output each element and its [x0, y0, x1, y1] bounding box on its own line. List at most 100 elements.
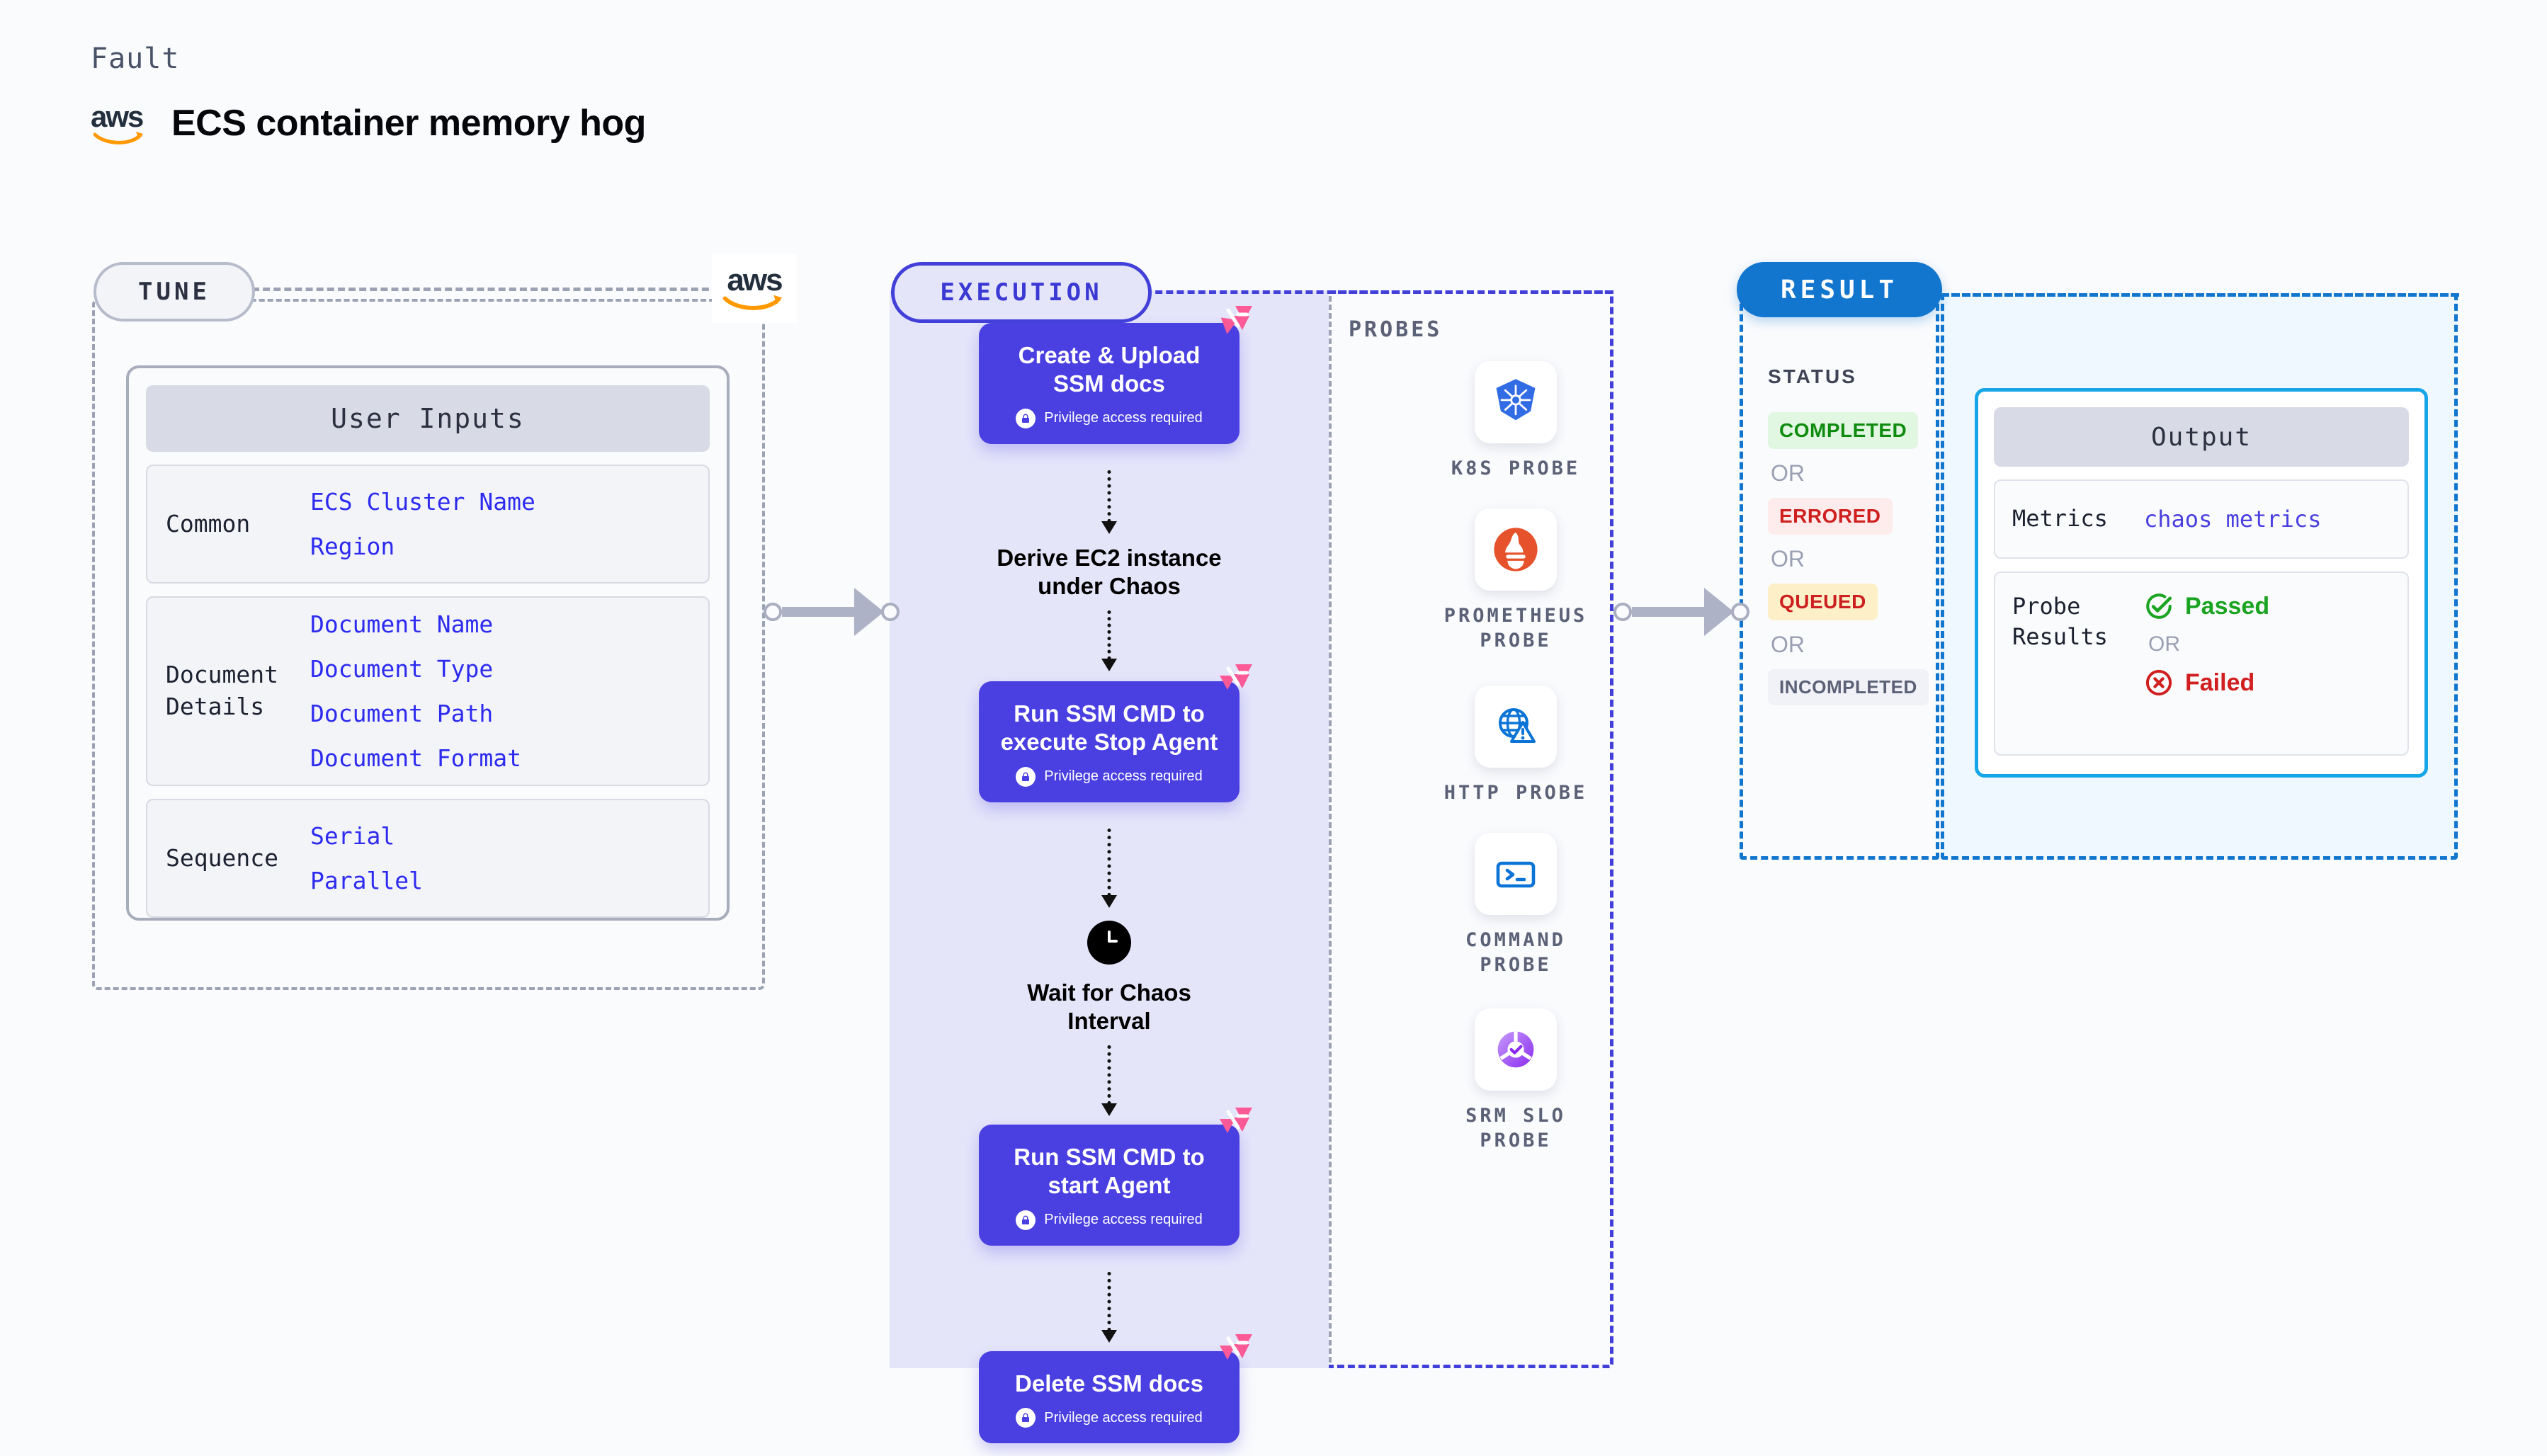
probe-result-passed: Passed — [2144, 591, 2269, 621]
aws-wordmark: aws — [91, 100, 144, 133]
probes-label: PROBES — [1349, 317, 1443, 342]
flow-arrowhead — [1101, 895, 1117, 908]
probe-label: PROMETHEUS PROBE — [1443, 605, 1588, 652]
probe-item-http[interactable]: HTTP PROBE — [1438, 686, 1594, 805]
privilege-note: Privilege access required — [992, 1408, 1227, 1428]
probe-result-failed: Failed — [2144, 668, 2269, 698]
input-value[interactable]: Document Type — [310, 655, 494, 683]
input-value[interactable]: Serial — [310, 822, 395, 850]
probe-item-k8s[interactable]: K8S PROBE — [1438, 361, 1594, 481]
chaos-mark-icon — [1220, 1334, 1252, 1360]
result-tag: RESULT — [1737, 262, 1942, 317]
input-value[interactable]: ECS Cluster Name — [310, 488, 535, 516]
status-or: OR — [1771, 546, 1805, 571]
result-connector-line — [1942, 293, 2459, 297]
privilege-note: Privilege access required — [992, 1210, 1227, 1230]
probe-label: SRM SLO PROBE — [1465, 1105, 1566, 1152]
privilege-note: Privilege access required — [992, 766, 1227, 787]
privilege-note: Privilege access required — [992, 408, 1227, 428]
connector-tune-to-execution — [764, 588, 900, 636]
output-group-metrics: Metrics chaos metrics — [1994, 479, 2409, 559]
execution-flow: Create & Upload SSM docs Privilege acces… — [890, 290, 1329, 1444]
failed-label: Failed — [2185, 669, 2255, 696]
connector-dot — [881, 603, 900, 621]
user-inputs-card: User Inputs Common ECS Cluster Name Regi… — [126, 365, 730, 921]
input-group-sequence: Sequence Serial Parallel — [146, 799, 710, 918]
lock-icon — [1016, 1210, 1036, 1230]
flow-step-delete-ssm-docs[interactable]: Delete SSM docs Privilege access require… — [979, 1334, 1252, 1444]
flow-arrowhead — [1101, 659, 1117, 671]
input-group-common: Common ECS Cluster Name Region — [146, 465, 710, 584]
flow-link — [1107, 1045, 1111, 1105]
status-badge-incompleted: INCOMPLETED — [1768, 669, 1929, 705]
status-badge-errored: ERRORED — [1768, 498, 1893, 535]
flow-step-run-ssm-cmd-start-agent[interactable]: Run SSM CMD to start Agent Privilege acc… — [979, 1108, 1252, 1246]
probe-label: HTTP PROBE — [1443, 782, 1588, 804]
flow-arrowhead — [1101, 1330, 1117, 1343]
flow-step-title: Delete SSM docs — [1015, 1370, 1203, 1397]
terminal-icon — [1475, 833, 1557, 915]
result-panel — [1740, 293, 1939, 860]
status-label: STATUS — [1768, 365, 1857, 387]
user-inputs-title: User Inputs — [146, 385, 710, 452]
prometheus-icon — [1475, 508, 1557, 591]
chaos-mark-icon — [1220, 1108, 1252, 1133]
privilege-text: Privilege access required — [1044, 768, 1203, 784]
flow-step-title: Run SSM CMD to start Agent — [1014, 1144, 1205, 1199]
lock-icon — [1016, 766, 1036, 787]
probe-item-prometheus[interactable]: PROMETHEUS PROBE — [1438, 508, 1594, 653]
input-value[interactable]: Region — [310, 533, 395, 560]
input-value[interactable]: Document Format — [310, 744, 522, 772]
tune-aws-logo-icon: aws — [712, 254, 797, 323]
connector-bar — [1632, 607, 1706, 617]
tune-connector-line — [252, 288, 720, 291]
flow-step-title: Create & Upload SSM docs — [1018, 342, 1201, 397]
connector-dot — [1731, 603, 1749, 621]
status-badge-completed: COMPLETED — [1768, 412, 1919, 449]
fault-kicker: Fault — [91, 42, 180, 75]
chaos-mark-icon — [1220, 664, 1252, 690]
aws-logo-icon: aws — [91, 100, 153, 144]
flow-step-run-ssm-cmd-stop-agent[interactable]: Run SSM CMD to execute Stop Agent Privil… — [979, 664, 1252, 802]
page-title: ECS container memory hog — [171, 103, 646, 144]
input-value[interactable]: Document Name — [310, 610, 494, 638]
privilege-text: Privilege access required — [1044, 1212, 1203, 1227]
kubernetes-icon — [1475, 361, 1557, 443]
input-group-label: Common — [166, 509, 251, 538]
probe-item-srm-slo[interactable]: SRM SLO PROBE — [1438, 1008, 1594, 1153]
probe-label: COMMAND PROBE — [1465, 929, 1566, 977]
check-circle-icon — [2146, 593, 2172, 619]
execution-connector-line — [1145, 290, 1613, 294]
connector-bar — [782, 607, 856, 617]
flow-link — [1107, 470, 1111, 523]
aws-smile-icon — [722, 295, 782, 310]
privilege-text: Privilege access required — [1044, 410, 1203, 426]
input-value[interactable]: Parallel — [310, 867, 423, 894]
probe-item-command[interactable]: COMMAND PROBE — [1438, 833, 1594, 977]
metrics-value[interactable]: chaos metrics — [2144, 506, 2322, 533]
lock-icon — [1016, 1408, 1036, 1428]
chaos-mark-icon — [1220, 306, 1252, 334]
input-value[interactable]: Document Path — [310, 700, 494, 727]
status-list: COMPLETED OR ERRORED OR QUEUED OR INCOMP… — [1768, 412, 1938, 705]
srm-slo-icon — [1475, 1008, 1557, 1091]
flow-link — [1107, 1272, 1111, 1331]
status-or: OR — [1771, 460, 1805, 486]
connector-arrowhead — [1704, 588, 1734, 636]
passed-label: Passed — [2185, 592, 2270, 620]
lock-icon — [1016, 408, 1036, 428]
page-header: Fault aws ECS container memory hog — [91, 42, 646, 144]
x-circle-icon — [2145, 669, 2172, 696]
tune-tag: TUNE — [93, 262, 255, 322]
probes-divider — [1329, 296, 1332, 1363]
flow-step-create-upload-ssm-docs[interactable]: Create & Upload SSM docs Privilege acces… — [979, 306, 1252, 444]
flow-step-title: Run SSM CMD to execute Stop Agent — [1000, 700, 1218, 756]
http-globe-icon — [1475, 686, 1557, 768]
connector-dot — [764, 603, 782, 621]
output-title: Output — [1994, 407, 2409, 467]
